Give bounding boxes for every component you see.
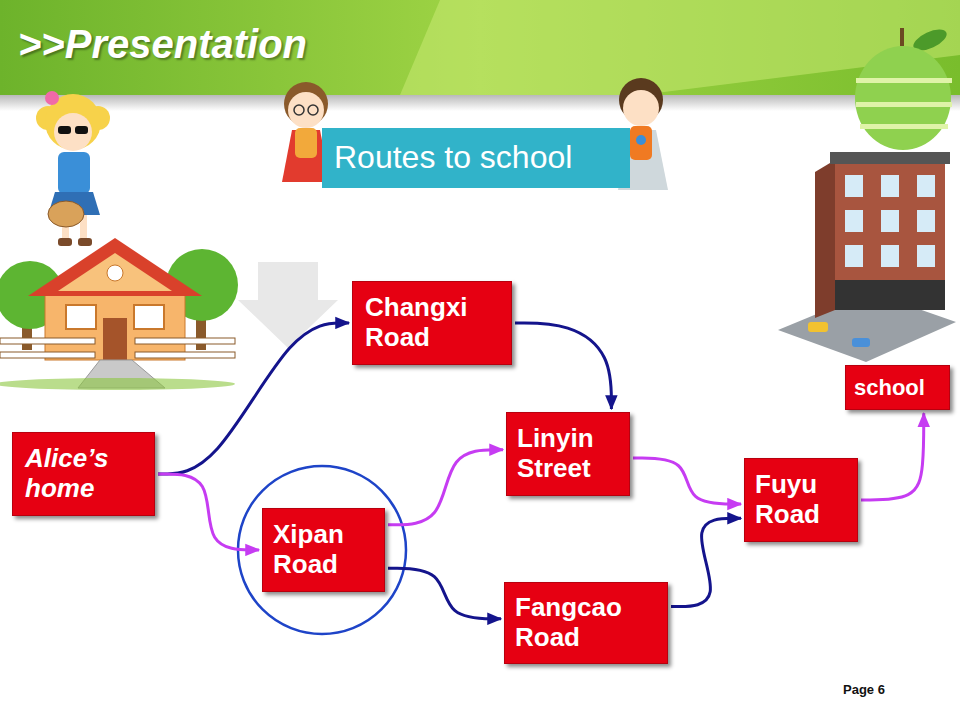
attic-window	[107, 265, 123, 281]
shoe	[58, 238, 72, 246]
shirt	[58, 152, 90, 194]
goal-box: school	[845, 365, 950, 410]
box-label: Alice’s home	[25, 444, 142, 504]
fence-rail	[0, 338, 95, 344]
box-label: Linyin Street	[517, 424, 619, 484]
road-box: Linyin Street	[506, 412, 630, 496]
building-side	[815, 160, 835, 318]
house-gable	[58, 253, 172, 291]
slide-title: Routes to school	[322, 128, 630, 188]
house-wall	[45, 290, 185, 360]
route-arrow	[671, 518, 741, 606]
sunglasses	[58, 126, 71, 134]
window	[917, 245, 935, 267]
apple-stem	[900, 28, 904, 46]
lawn	[0, 378, 235, 390]
box-label: school	[854, 375, 941, 400]
window	[845, 210, 863, 232]
box-label: Fuyu Road	[755, 470, 847, 530]
down-arrow-shadow	[238, 262, 338, 348]
fence-rail	[135, 352, 235, 358]
page-number: Page 6	[843, 682, 885, 697]
face	[54, 113, 92, 151]
apple-slice-cut	[860, 124, 948, 129]
shoe	[78, 238, 92, 246]
car	[808, 322, 828, 332]
fence-rail	[0, 352, 95, 358]
sunglasses	[75, 126, 88, 134]
glasses	[294, 105, 304, 115]
emblem	[636, 135, 646, 145]
window	[881, 210, 899, 232]
house-door	[103, 318, 127, 360]
face	[623, 90, 659, 126]
house-window	[134, 305, 164, 329]
road-box: Fangcao Road	[504, 582, 668, 664]
school-building	[778, 152, 956, 362]
building-roof	[830, 152, 950, 164]
header-shadow	[0, 95, 960, 111]
window	[845, 245, 863, 267]
box-label: Changxi Road	[365, 293, 499, 353]
apple-icon	[855, 25, 952, 150]
road-box: Fuyu Road	[744, 458, 858, 542]
window	[881, 175, 899, 197]
car	[852, 338, 870, 347]
route-arrow	[515, 323, 611, 409]
window	[917, 210, 935, 232]
route-arrow	[633, 458, 741, 504]
window	[845, 175, 863, 197]
window	[881, 245, 899, 267]
box-label: Xipan Road	[273, 520, 374, 580]
storefront	[835, 280, 945, 310]
house-roof	[28, 238, 202, 296]
house-illustration	[0, 238, 238, 390]
route-arrow	[861, 413, 924, 500]
fence-rail	[135, 338, 235, 344]
basket	[48, 201, 84, 227]
body	[295, 128, 317, 158]
girl-figure	[36, 91, 110, 246]
apple-slice-cut	[856, 78, 952, 83]
road-box: Xipan Road	[262, 508, 385, 592]
start-box: Alice’s home	[12, 432, 155, 516]
house-window	[66, 305, 96, 329]
hair-bow	[45, 91, 59, 105]
window	[917, 175, 935, 197]
apple-body	[855, 46, 951, 150]
section-heading: >>Presentation	[18, 22, 307, 67]
header-band	[0, 0, 960, 95]
box-label: Fangcao Road	[515, 593, 657, 653]
building-front	[835, 160, 945, 310]
route-arrow	[388, 450, 503, 525]
header-highlight	[400, 0, 960, 95]
route-arrow	[158, 474, 259, 550]
road-box: Changxi Road	[352, 281, 512, 365]
route-arrow	[158, 323, 349, 474]
header-bar	[0, 0, 960, 111]
glasses	[308, 105, 318, 115]
face	[288, 92, 324, 128]
route-arrow	[388, 568, 501, 618]
highlight-circle	[238, 466, 406, 634]
body	[630, 126, 652, 160]
apple-slice-cut	[856, 102, 952, 107]
